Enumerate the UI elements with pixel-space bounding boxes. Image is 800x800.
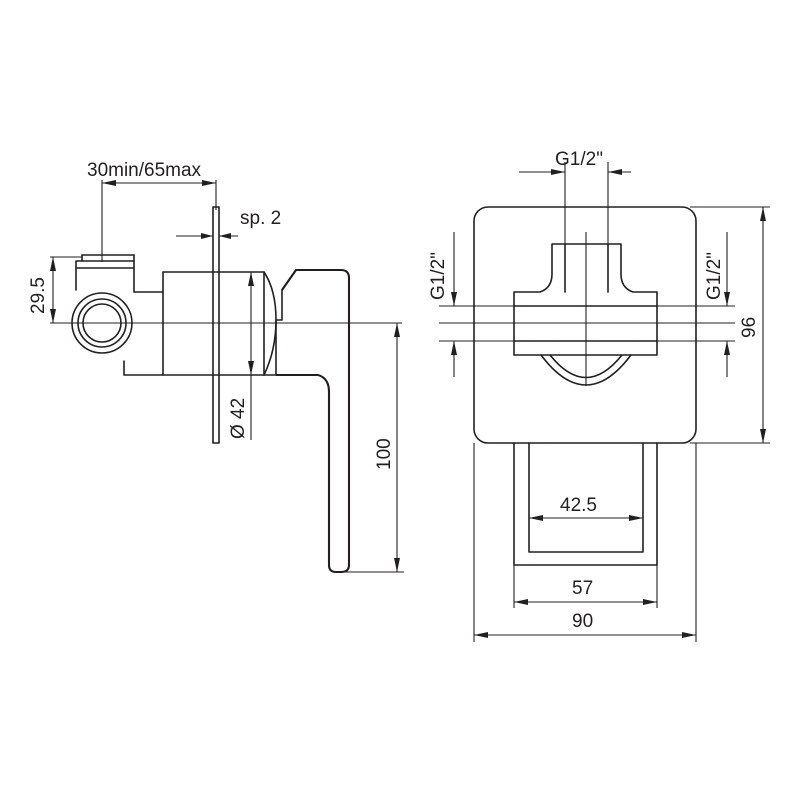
inlet-left-label: G1/2"	[428, 252, 449, 300]
inlet-left-dimension: G1/2"	[428, 232, 514, 377]
inlet-height-label: 29.5	[28, 277, 49, 314]
lever-length-dimension: 100	[341, 323, 404, 573]
front-view: G1/2" G1/2" G1/2"	[428, 149, 770, 642]
rosette-diameter-dimension: Ø 42	[228, 272, 254, 440]
plate-thickness-label: sp. 2	[240, 208, 281, 229]
plate-height-dimension: 96	[690, 206, 770, 444]
plate-thickness-dimension: sp. 2	[176, 208, 281, 239]
outlet-top-dimension: G1/2"	[519, 149, 631, 244]
lever-inner-width-label: 42.5	[560, 495, 597, 516]
side-view: 30min/65max sp. 2 29.5 Ø 42	[28, 160, 404, 574]
depth-dimension: 30min/65max	[87, 160, 217, 262]
lever-outer-width-label: 57	[572, 578, 593, 599]
plate-width-dimension: 90	[473, 443, 697, 642]
depth-label: 30min/65max	[87, 160, 202, 181]
front-lever	[513, 442, 658, 566]
lever-outer-width-dimension: 57	[513, 565, 658, 608]
plate-height-label: 96	[739, 317, 760, 338]
lever-inner-width-dimension: 42.5	[529, 495, 643, 521]
lever-handle	[275, 268, 351, 574]
inlet-right-label: G1/2"	[704, 252, 725, 300]
outlet-top-label: G1/2"	[555, 149, 603, 170]
wall-plate	[212, 206, 220, 444]
front-wall-plate	[473, 206, 697, 444]
inlet-connector	[71, 254, 164, 376]
plate-width-label: 90	[572, 611, 593, 632]
inlet-right-dimension: G1/2"	[657, 232, 735, 377]
lever-length-label: 100	[374, 438, 395, 470]
inlet-height-dimension: 29.5	[28, 256, 82, 324]
rosette-diameter-label: Ø 42	[228, 398, 249, 439]
